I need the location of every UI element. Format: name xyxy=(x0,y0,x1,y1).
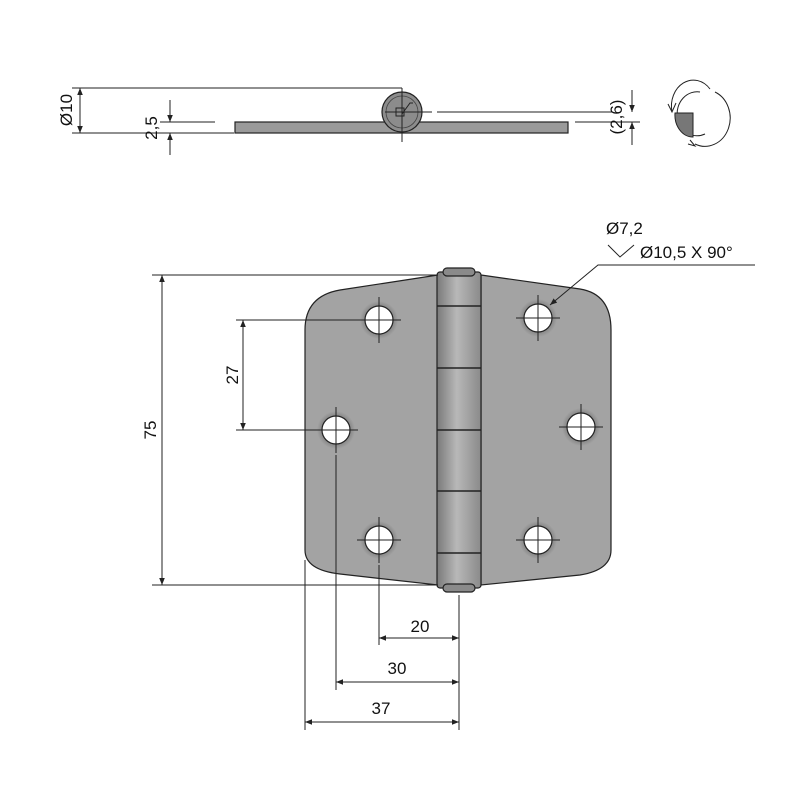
countersink-icon xyxy=(607,244,635,258)
screw-hole xyxy=(559,404,603,450)
dim-leaf-thickness: 2,5 xyxy=(142,116,161,140)
screw-hole xyxy=(357,297,401,343)
dim-pin-diameter: Ø10 xyxy=(57,94,76,126)
top-view: Ø10 2,5 (2,6) xyxy=(57,79,731,155)
left-leaf xyxy=(304,274,439,586)
screw-hole xyxy=(516,295,560,341)
screw-hole xyxy=(314,407,358,453)
dim-height: 75 xyxy=(141,421,160,440)
dim-30: 30 xyxy=(388,659,407,678)
dim-hole-pitch: 27 xyxy=(223,366,242,385)
countersink-callout: Ø10,5 X 90° xyxy=(640,243,733,262)
hole-diameter-callout: Ø7,2 xyxy=(606,219,643,238)
screw-hole xyxy=(357,517,401,563)
screw-holes xyxy=(314,295,603,563)
screw-hole xyxy=(516,517,560,563)
dim-pin-offset: (2,6) xyxy=(607,100,626,135)
dim-37: 37 xyxy=(372,699,391,718)
front-view: Ø7,2 Ø10,5 X 90° 75 27 20 30 37 xyxy=(141,219,755,730)
rotation-direction-icon xyxy=(667,79,731,147)
dim-20: 20 xyxy=(411,617,430,636)
right-leaf xyxy=(480,274,612,586)
